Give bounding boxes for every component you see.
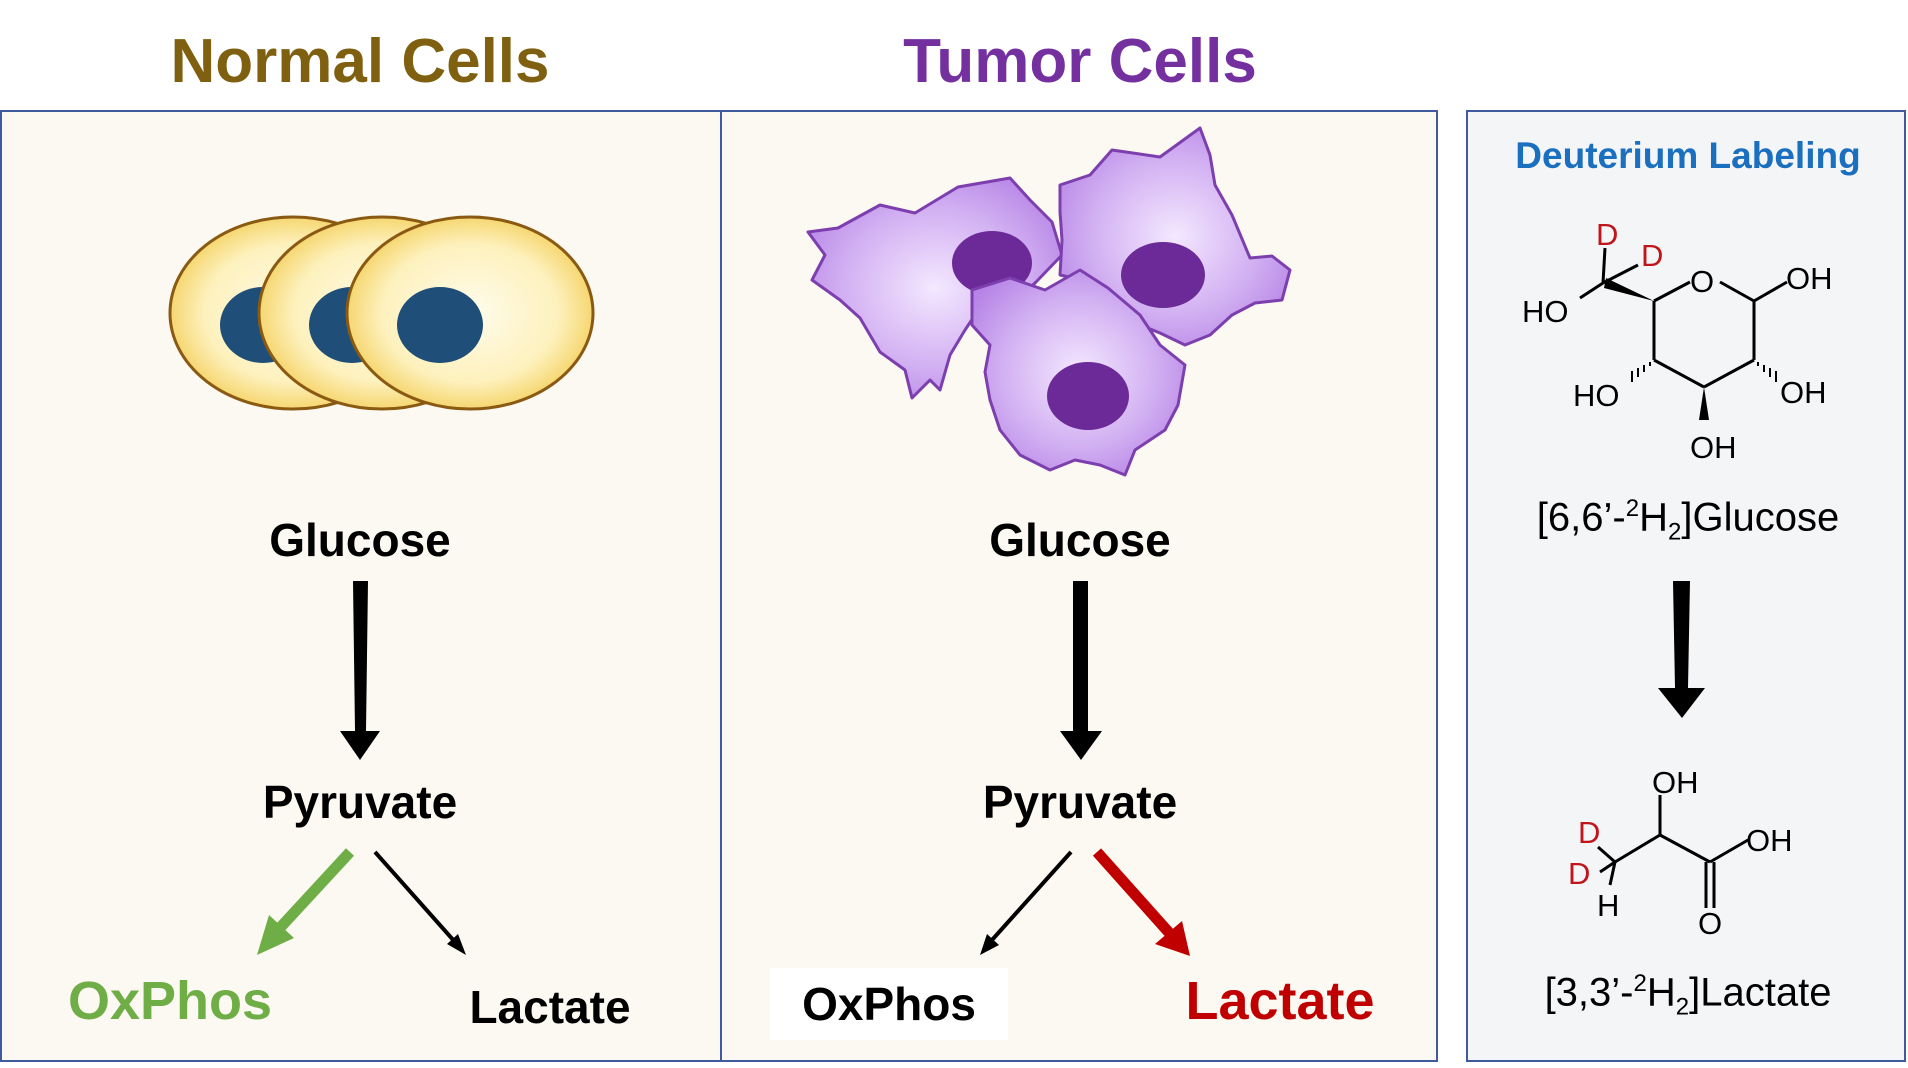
deuterium-labeling-title: Deuterium Labeling — [1515, 135, 1861, 176]
tumor-lactate-label: Lactate — [1185, 971, 1375, 1031]
tumor-cells-illustration — [806, 126, 1292, 477]
lactate-name-count: 2 — [1675, 993, 1690, 1021]
normal-pathway-arrows — [257, 581, 466, 955]
lactate-deuterium-2: D — [1568, 856, 1590, 891]
normal-glucose-label: Glucose — [269, 514, 451, 566]
lactate-compound-name: [3,3’-2H2]Lactate — [1470, 970, 1906, 1021]
lactate-name-element: H — [1646, 970, 1676, 1015]
normal-cells-illustration — [168, 215, 595, 411]
lactate-deuterium-1: D — [1578, 815, 1600, 850]
glucose-ho-c4: HO — [1573, 378, 1620, 413]
glucose-oh-anomeric: OH — [1786, 261, 1833, 296]
lactate-name-prefix: [3,3’- — [1544, 970, 1634, 1015]
lactate-hydrogen: H — [1597, 888, 1619, 923]
normal-pyruvate-label: Pyruvate — [262, 776, 458, 828]
glucose-oh-c3: OH — [1690, 430, 1737, 465]
normal-oxphos-label: OxPhos — [67, 971, 273, 1031]
normal-pyruvate-to-oxphos-arrow — [273, 848, 355, 934]
lactate-structure — [1597, 795, 1749, 908]
glucose-compound-name: [6,6’-2H2]Glucose — [1470, 495, 1906, 546]
glucose-name-isotope: 2 — [1625, 495, 1640, 522]
tumor-pyruvate-to-oxphos-arrow — [990, 850, 1073, 942]
glucose-ring-oxygen: O — [1690, 264, 1714, 299]
normal-lactate-label: Lactate — [469, 981, 631, 1033]
tumor-pathway-arrows — [980, 581, 1190, 956]
tumor-pyruvate-to-lactate-arrow — [1092, 848, 1177, 940]
tumor-cells-title: Tumor Cells — [903, 27, 1257, 96]
glucose-deuterium-2: D — [1641, 238, 1663, 273]
glucose-deuterium-1: D — [1596, 217, 1618, 252]
lactate-carbonyl-oxygen: O — [1698, 906, 1722, 941]
tumor-pyruvate-label: Pyruvate — [982, 776, 1178, 828]
tumor-glucose-to-pyruvate-arrow — [1060, 581, 1102, 760]
glucose-name-prefix: [6,6’- — [1536, 495, 1626, 540]
lactate-oh-right: OH — [1746, 823, 1793, 858]
lactate-name-suffix: ]Lactate — [1689, 970, 1832, 1015]
tumor-oxphos-label: OxPhos — [770, 968, 1008, 1040]
normal-pyruvate-to-lactate-arrow — [373, 850, 457, 944]
normal-cells-title: Normal Cells — [170, 27, 550, 96]
normal-glucose-to-pyruvate-arrow — [340, 581, 380, 760]
labeling-conversion-arrow — [1658, 581, 1705, 718]
glucose-ho-c6: HO — [1522, 294, 1569, 329]
lactate-oh-top: OH — [1652, 765, 1699, 800]
glucose-structure — [1579, 247, 1788, 420]
tumor-glucose-label: Glucose — [989, 514, 1171, 566]
glucose-oh-c2: OH — [1780, 375, 1827, 410]
glucose-name-element: H — [1639, 495, 1668, 540]
glucose-name-suffix: ]Glucose — [1681, 495, 1840, 540]
glucose-name-count: 2 — [1667, 518, 1682, 546]
lactate-name-isotope: 2 — [1633, 970, 1647, 997]
